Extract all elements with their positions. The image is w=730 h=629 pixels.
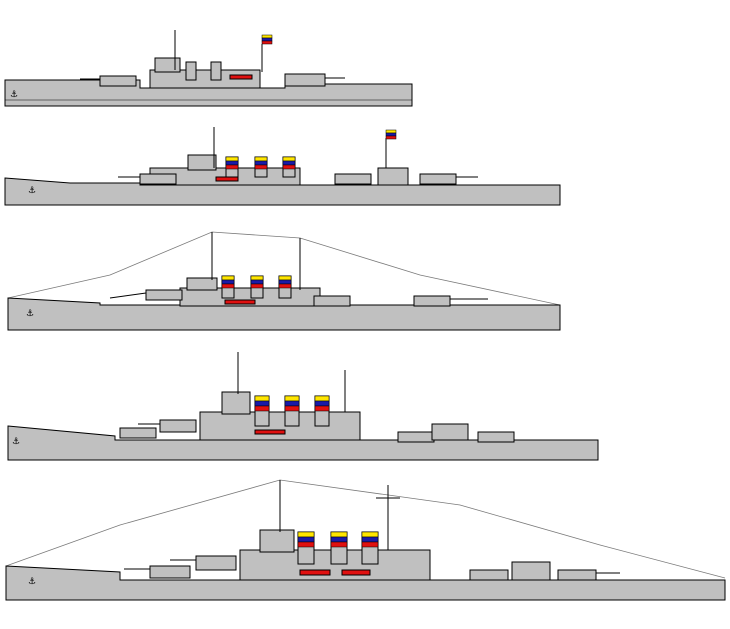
ship-4-funnel [254,395,270,427]
ship-3-funnel [250,275,264,299]
ship-2-funnel [254,156,268,178]
ship-3-gun-turret [313,295,351,307]
ship-4-gun-turret [397,431,435,443]
ship-4-gun-turret [119,427,157,439]
ship-3-gun-turret [145,289,183,301]
ship-3-boat [224,299,256,305]
ship-4-funnel [314,395,330,427]
ship-5-boat [299,569,331,576]
ship-2-gun-turret [334,173,372,185]
ship-5-rigging [5,479,726,579]
ship-2-gun-turret [419,173,457,185]
anchor-icon: ⚓ [28,577,36,587]
ship-4-gun-turret [159,419,197,433]
ship-5-gun-turret [469,569,509,581]
ship-5-funnel [297,531,315,565]
ship-2-boat [215,176,239,182]
ship-1-stern-flag [261,34,273,45]
ship-3-bridge [186,277,218,291]
ship-1: ⚓ [4,30,413,107]
ship-4-boat [254,429,286,435]
ship-5-boat [341,569,371,576]
ship-4-hull [7,425,599,461]
ship-2-funnel [282,156,296,178]
anchor-icon: ⚓ [26,309,34,319]
ship-5-gun-turret [149,565,191,579]
ship-4-gun-turret [431,423,469,441]
ship-2-aft-superstructure [377,167,409,186]
ship-1-boat [229,74,253,80]
ship-2-gun-turret [139,173,177,185]
ship-5: ⚓ [5,479,726,601]
anchor-icon: ⚓ [10,90,18,100]
ship-2-stern-flag [385,129,397,140]
ship-1-gun-turret [99,75,137,87]
ship-1-gun-turret [284,73,326,87]
ship-3-gun-barrel [109,292,147,299]
ship-5-hull [5,565,726,601]
ship-5-gun-turret [557,569,597,581]
ship-1-bridge [154,57,181,73]
ship-2-bridge [187,154,217,171]
ship-4-funnel [284,395,300,427]
anchor-icon: ⚓ [28,186,36,196]
ship-3-gun-turret [413,295,451,307]
ship-4-bridge [221,391,251,415]
ship-5-gun-turret [195,555,237,571]
ship-1-funnel [185,61,197,81]
ship-3-funnel [221,275,235,299]
ship-2: ⚓ [4,127,561,206]
ship-3: ⚓ [7,231,561,331]
ship-4-superstructure [199,411,361,441]
ship-5-gun-turret [511,561,551,581]
ship-1-funnel [210,61,222,81]
ship-4: ⚓ [7,352,599,461]
ship-5-bridge [259,529,295,553]
ship-2-hull [4,177,561,206]
ship-3-rigging [7,231,561,306]
ship-4-gun-turret [477,431,515,443]
ship-5-funnel [361,531,379,565]
ship-3-funnel [278,275,292,299]
anchor-icon: ⚓ [12,437,20,447]
ship-2-funnel [225,156,239,178]
ship-5-funnel [330,531,348,565]
